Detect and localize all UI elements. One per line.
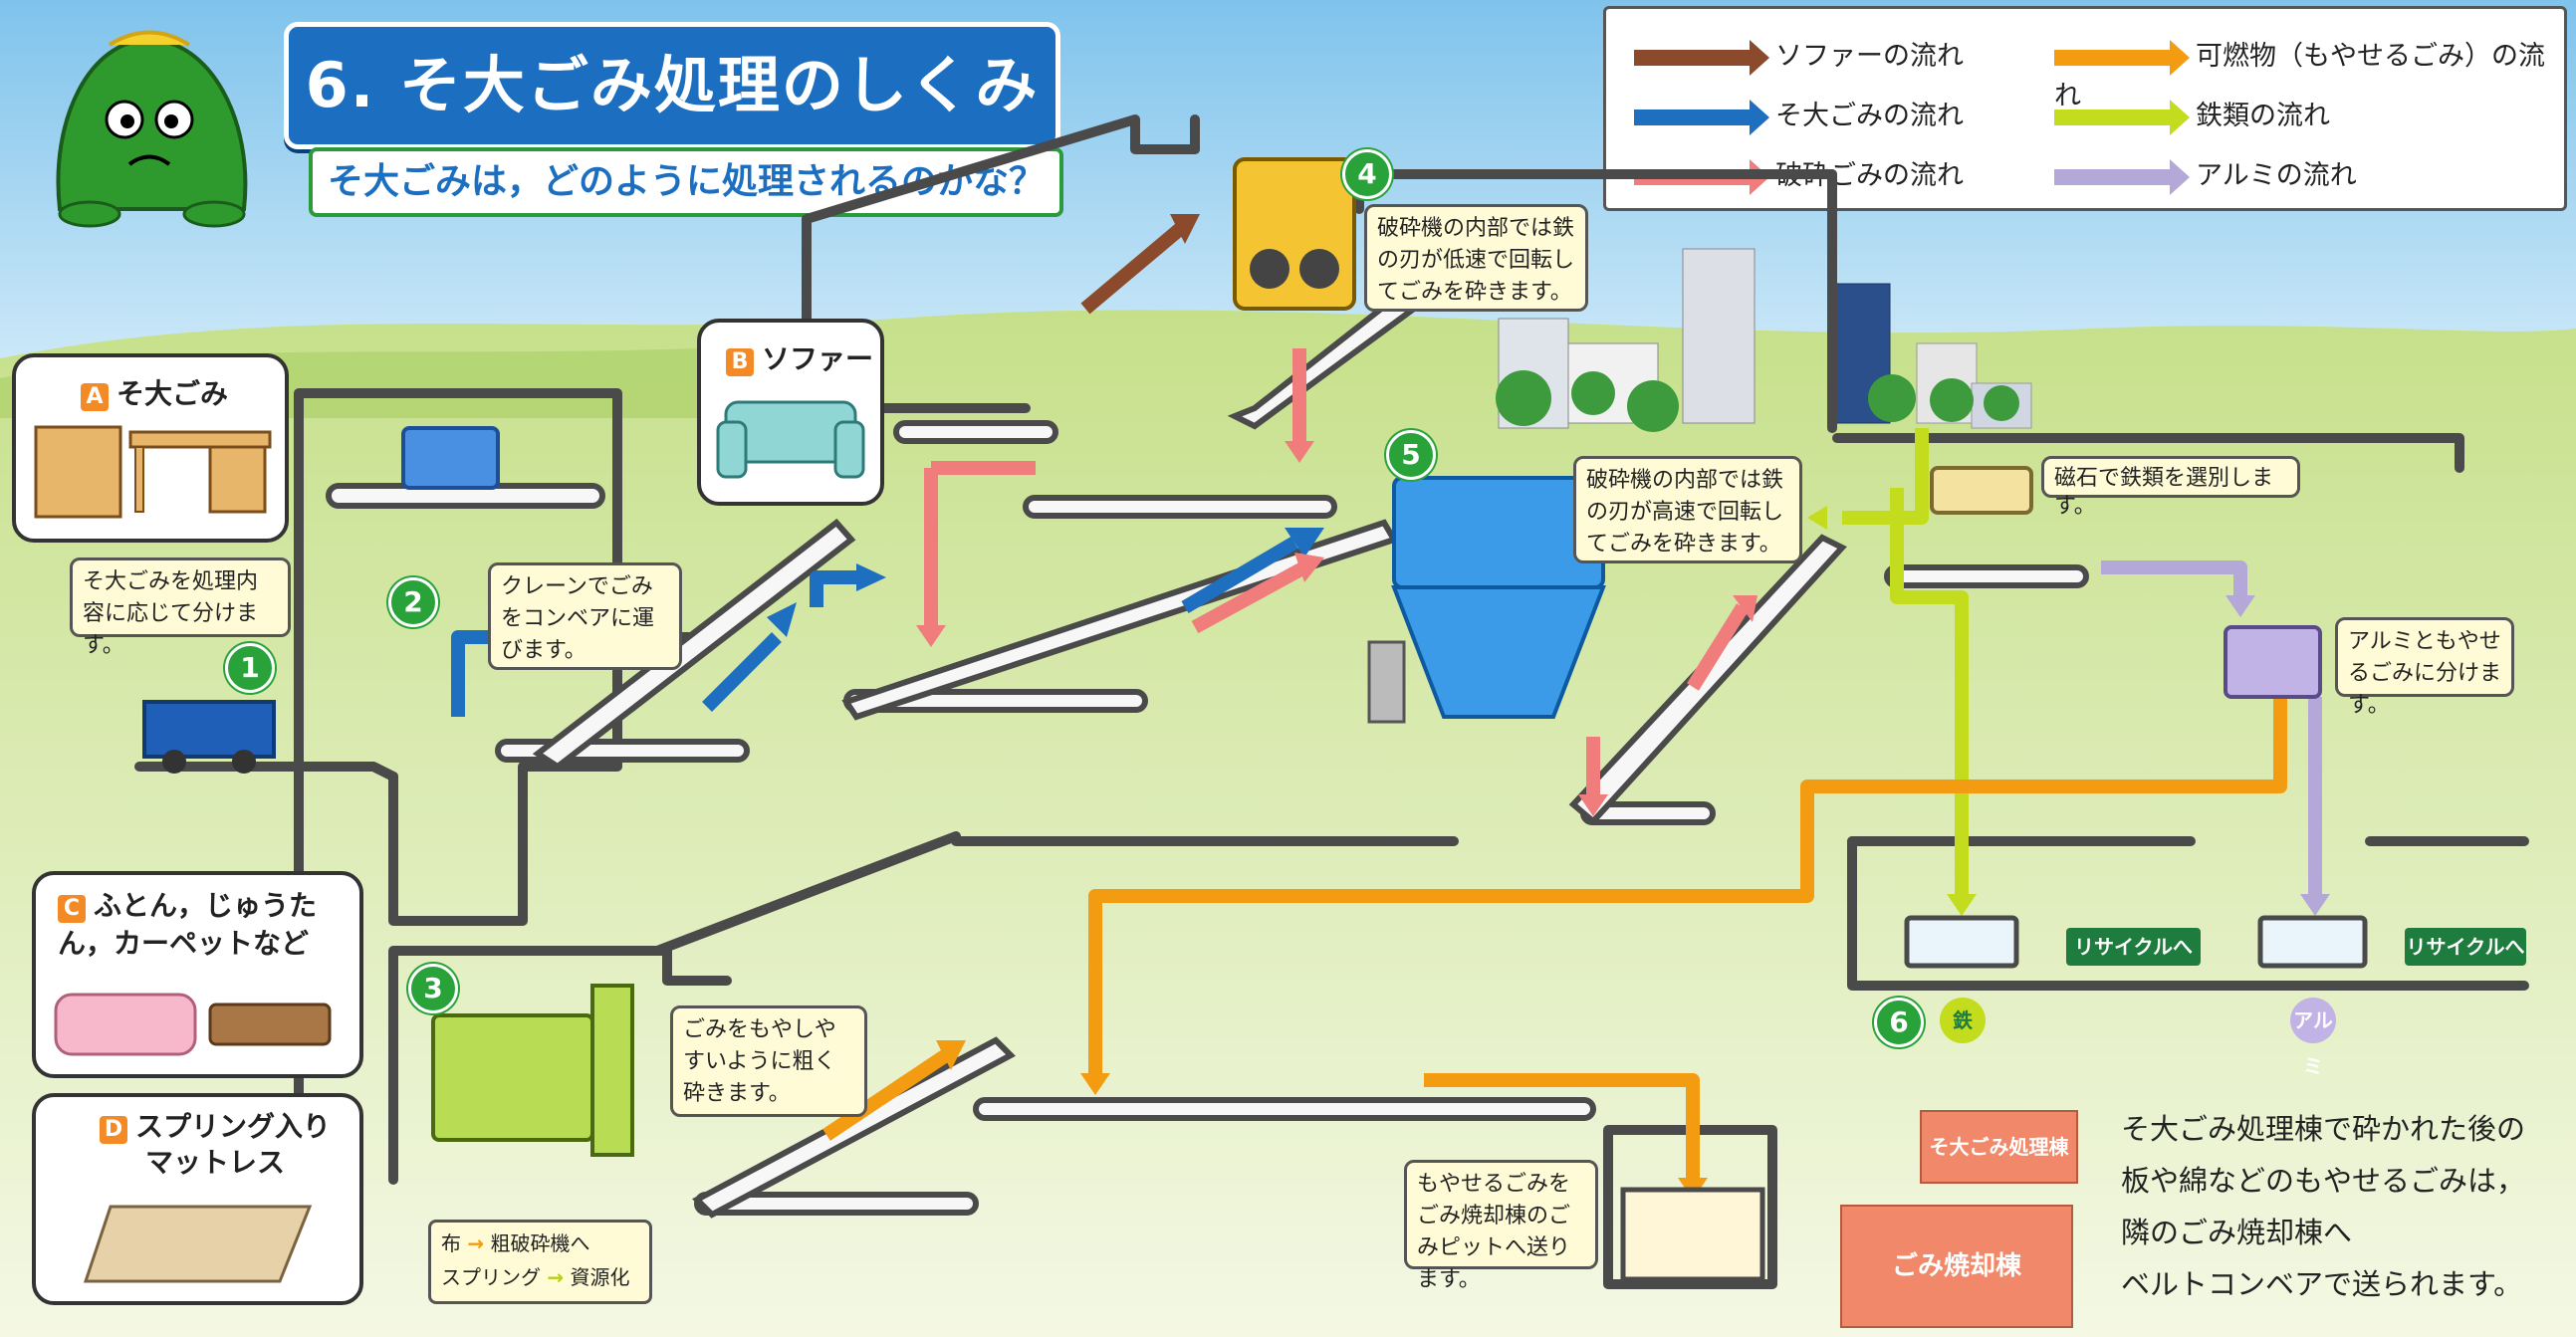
step-3-note: ごみをもやしやすいように粗く砕きます。 [670,1005,867,1117]
mattress-icon [83,1205,313,1283]
recycle-bins [1620,915,2368,1282]
flow-arrows [451,223,2322,1180]
step-6-number: 6 [1874,998,1924,1047]
legend-arrow-icon [1634,99,1769,135]
legend-item-sodai: そ大ごみの流れ [1634,97,1964,136]
route-note: 布 → 粗破砕機へ スプリング → 資源化 [428,1220,652,1304]
legend-item-iron: 鉄類の流れ [2054,97,2330,136]
legend-item-aluminum: アルミの流れ [2054,156,2357,196]
step-5-number: 5 [1386,430,1436,480]
step-4-number: 4 [1342,149,1392,199]
iron-tag: 鉄 [1940,998,1986,1043]
legend-arrow-icon [1634,39,1769,76]
legend-item-combustible: 可燃物（もやせるごみ）の流れ [2054,39,2545,111]
machines [142,157,2322,1157]
aluminum-sort-note: アルミともやせるごみに分けます。 [2335,617,2514,718]
recycle-iron-label: リサイクルへ [2066,928,2201,966]
legend-arrow-icon [2054,39,2190,76]
incinerator-building: ごみ焼却棟 [1840,1205,2073,1328]
step-4-note: 破砕機の内部では鉄の刃が低速で回転してごみを砕きます。 [1364,204,1588,312]
step-2-note: クレーンでごみをコンベアに運びます。 [488,562,682,670]
bottom-description: そ大ごみ処理棟で砕かれた後の 板や綿などのもやせるごみは， 隣のごみ焼却棟へ ベ… [2121,1112,2526,1301]
step-5-note: 破砕機の内部では鉄の刃が高速で回転してごみを砕きます。 [1573,456,1802,563]
futon-carpet-icon [54,993,332,1056]
mascot-character [56,30,248,228]
step-1-note: そ大ごみを処理内容に応じて分けます。 [70,557,291,658]
legend-arrow-icon [2054,158,2190,195]
aluminum-tag: アルミ [2290,998,2336,1078]
sofa-icon [716,400,865,479]
conveyor-belts [326,295,2089,1219]
legend-item-sofa: ソファーの流れ [1634,37,1964,77]
sodai-building: そ大ごみ処理棟 [1920,1110,2078,1184]
step-3-number: 3 [408,964,458,1013]
step-1-number: 1 [225,643,275,693]
step-2-number: 2 [388,577,438,627]
page-title: 6. そ大ごみ処理のしくみ [284,22,1060,149]
furniture-icon [34,425,272,519]
legend-arrow-icon [2054,99,2190,135]
legend: ソファーの流れ そ大ごみの流れ 破砕ごみの流れ 可燃物（もやせるごみ）の流れ 鉄… [1603,6,2567,211]
recycle-aluminum-label: リサイクルへ [2405,928,2526,966]
magnet-note: 磁石で鉄類を選別します。 [2041,456,2300,519]
pit-note: もやせるごみをごみ焼却棟のごみピットへ送ります。 [1404,1160,1598,1292]
flow-arrow-heads [518,214,2330,1200]
